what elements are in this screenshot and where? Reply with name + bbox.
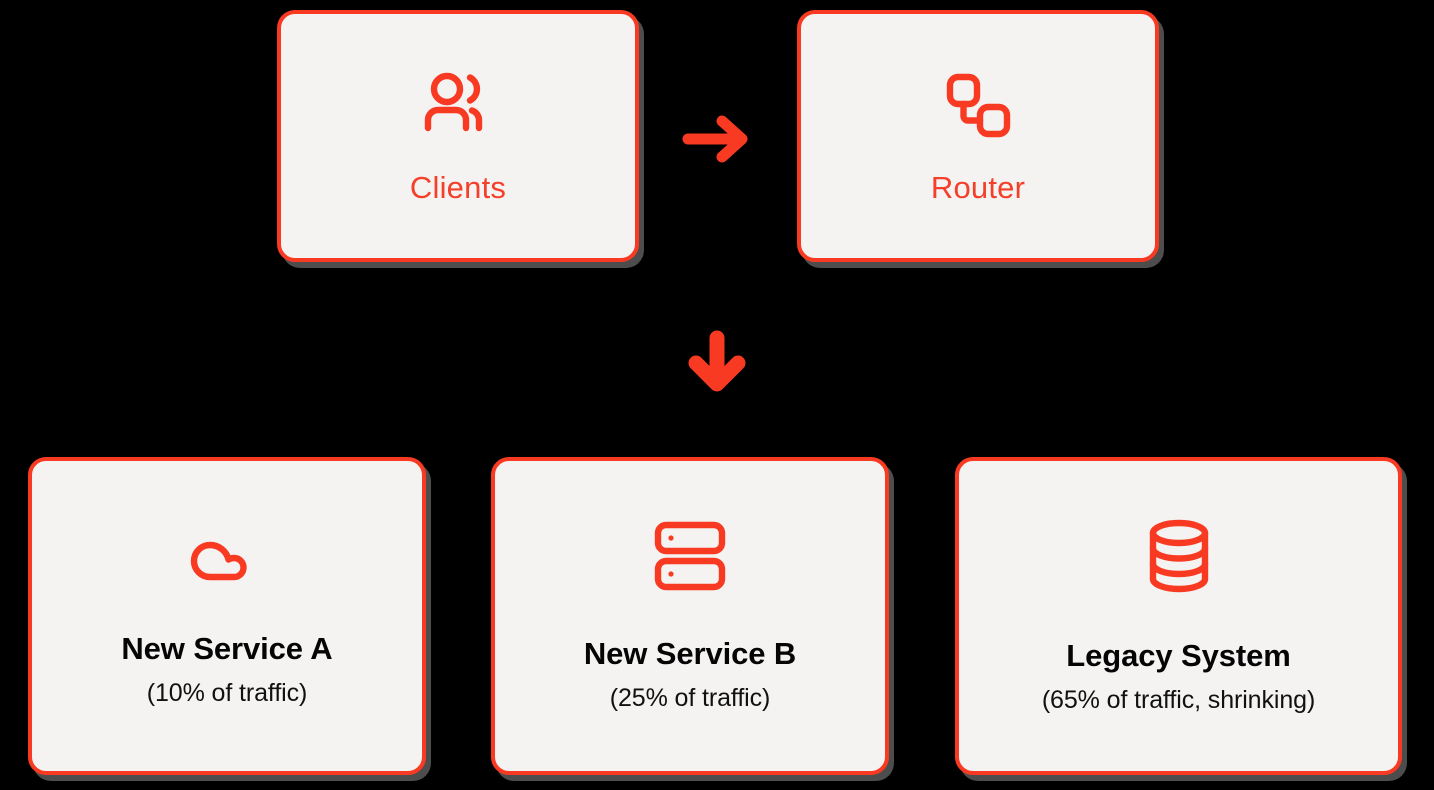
node-subtitle-service-b: (25% of traffic) [609,683,771,712]
node-card-clients[interactable]: Clients [277,10,639,262]
server-icon [652,520,728,592]
node-card-service-a[interactable]: New Service A (10% of traffic) [28,457,426,775]
cloud-icon [186,525,268,587]
node-title-service-b: New Service B [583,635,797,671]
node-label-clients: Clients [409,170,507,205]
node-card-service-b[interactable]: New Service B (25% of traffic) [491,457,889,775]
node-card-legacy[interactable]: Legacy System (65% of traffic, shrinking… [955,457,1402,775]
database-icon [1144,518,1214,594]
arrow-down-icon [676,326,758,402]
node-subtitle-legacy: (65% of traffic, shrinking) [1041,685,1316,714]
users-icon [419,66,497,144]
network-nodes-icon [939,66,1017,144]
node-subtitle-service-a: (10% of traffic) [146,678,308,707]
node-card-router[interactable]: Router [797,10,1159,262]
node-title-service-a: New Service A [121,630,333,666]
node-label-router: Router [930,170,1026,205]
arrow-right-icon [676,108,758,170]
node-title-legacy: Legacy System [1066,637,1291,673]
